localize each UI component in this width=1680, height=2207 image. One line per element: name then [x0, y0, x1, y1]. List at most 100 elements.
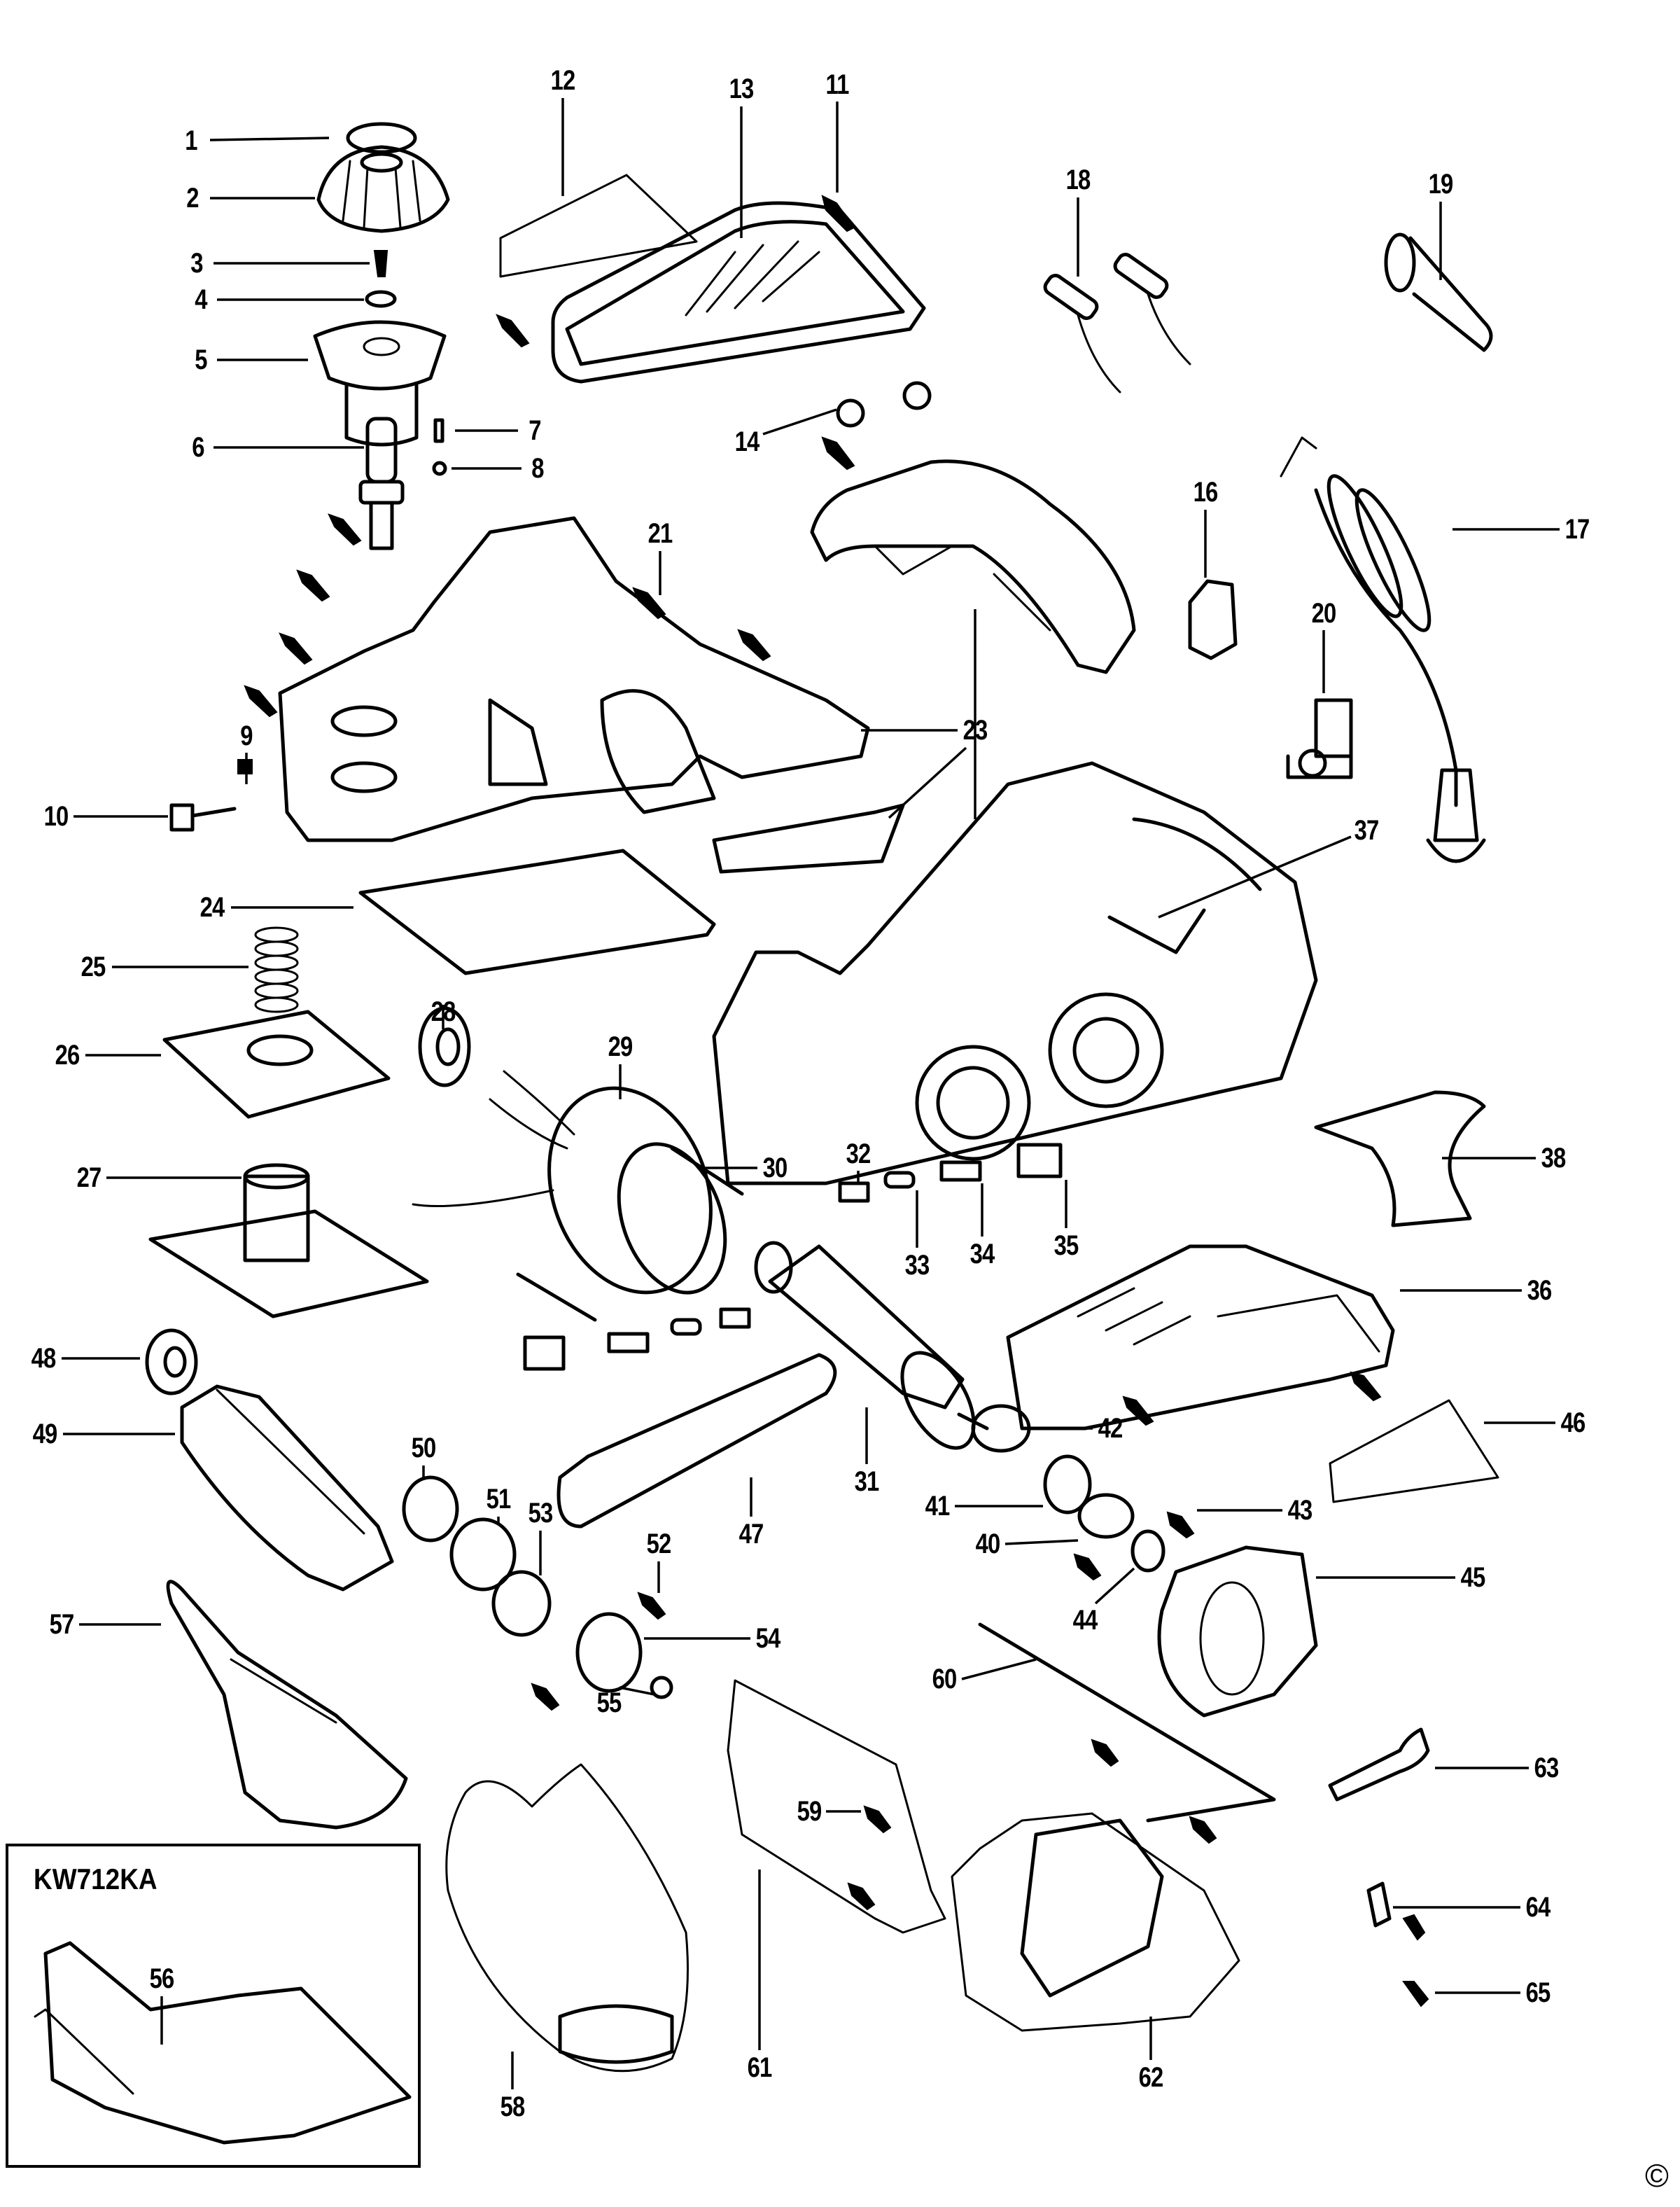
copyright-symbol: ©	[1645, 2157, 1669, 2194]
part-34-brush-holder	[939, 1160, 982, 1182]
callout-3: 3	[190, 248, 203, 279]
part-25-spring	[254, 926, 299, 1013]
part-6-shaft	[358, 417, 405, 550]
callout-51: 51	[486, 1484, 512, 1515]
part-23-handle-half	[810, 459, 1136, 674]
callout-48: 48	[31, 1343, 57, 1374]
part-57-chute	[166, 1580, 408, 1830]
leader-line-37	[1158, 835, 1352, 919]
callout-32: 32	[846, 1139, 872, 1169]
callout-4: 4	[195, 284, 207, 315]
leader-line-55	[619, 1686, 655, 1696]
part-26-block	[162, 1010, 391, 1119]
part-1-ring	[346, 122, 417, 154]
part-38-grip	[1314, 1090, 1486, 1227]
screw	[1189, 1816, 1217, 1844]
part-28-bearing	[418, 1006, 471, 1087]
part-33-spring	[883, 1171, 916, 1189]
callout-1: 1	[185, 125, 197, 156]
callout-27: 27	[76, 1162, 102, 1193]
part-12-label	[499, 174, 698, 278]
inset-title: KW712KA	[34, 1863, 158, 1895]
callout-46: 46	[1560, 1407, 1586, 1438]
part-56-inset-adapter	[34, 1941, 412, 2145]
part-51-bearing	[449, 1517, 517, 1592]
callout-5: 5	[195, 344, 207, 375]
callout-23: 23	[962, 715, 988, 746]
callout-33: 33	[904, 1250, 930, 1281]
callout-20: 20	[1311, 598, 1337, 629]
callout-29: 29	[608, 1031, 634, 1062]
leader-line-44	[1094, 1567, 1135, 1605]
part-47-belt	[556, 1353, 837, 1529]
part-24-plate	[358, 849, 716, 975]
part-18-brushes	[1043, 253, 1191, 394]
part-48-bearing	[145, 1328, 198, 1395]
part-64-clip	[1366, 1881, 1392, 1928]
callout-65: 65	[1525, 1977, 1551, 2008]
part-40-plate	[1077, 1493, 1135, 1539]
callout-16: 16	[1193, 477, 1219, 508]
callout-60: 60	[932, 1664, 958, 1694]
callout-36: 36	[1527, 1275, 1553, 1306]
callout-17: 17	[1564, 514, 1590, 545]
callout-45: 45	[1460, 1562, 1486, 1593]
screw	[1402, 1914, 1426, 1941]
part-27-chute-base	[148, 1163, 429, 1318]
screw	[328, 513, 362, 546]
part-17-cord	[1280, 436, 1486, 863]
callout-2: 2	[186, 183, 199, 214]
callout-53: 53	[528, 1498, 554, 1529]
part-30-bolt	[670, 1146, 744, 1196]
screw	[496, 314, 530, 348]
screw	[821, 436, 855, 471]
part-49-cutter-head	[180, 1384, 394, 1592]
part-36-side-cover	[1006, 1244, 1395, 1430]
part-19-strain-relief	[1384, 232, 1493, 352]
inset-box	[6, 1844, 421, 2168]
callout-6: 6	[192, 432, 204, 463]
part-55-nut	[650, 1676, 673, 1699]
callout-28: 28	[430, 996, 456, 1027]
part-41-bearing	[1043, 1454, 1092, 1515]
callout-40: 40	[975, 1529, 1001, 1559]
callout-31: 31	[854, 1466, 880, 1497]
part-5-knob-housing	[313, 320, 447, 447]
part-63-wrench	[1328, 1727, 1430, 1802]
screw	[531, 1683, 560, 1711]
screw	[296, 569, 330, 602]
callout-26: 26	[55, 1040, 80, 1071]
callout-9: 9	[240, 720, 253, 751]
callout-63: 63	[1534, 1753, 1560, 1783]
part-3-screw	[373, 250, 388, 277]
callout-34: 34	[969, 1239, 995, 1269]
callout-21: 21	[648, 518, 673, 549]
callout-52: 52	[646, 1529, 672, 1559]
part-65-screw	[1402, 1981, 1429, 2007]
part-20-switch	[1286, 698, 1353, 779]
callout-14: 14	[734, 426, 760, 457]
part-16-switch	[1188, 579, 1238, 660]
callout-62: 62	[1138, 2062, 1164, 2093]
part-61-bag-frame	[727, 1679, 946, 1934]
screw-11	[821, 195, 855, 232]
part-7-clip	[433, 418, 444, 443]
terminal	[523, 1335, 566, 1371]
part-52-screw	[637, 1592, 666, 1620]
callout-50: 50	[411, 1433, 437, 1463]
part-29-stator	[412, 1070, 727, 1295]
brush	[719, 1307, 751, 1329]
part-44-pulley	[1130, 1529, 1166, 1573]
callout-42: 42	[1098, 1413, 1124, 1444]
part-10-adjust-screw	[169, 803, 237, 832]
part-45-pulley-cover	[1157, 1545, 1318, 1718]
part-2-knob	[316, 145, 450, 233]
callout-10: 10	[43, 801, 69, 832]
part-58-dust-bag	[445, 1763, 689, 2073]
callout-13: 13	[729, 74, 755, 104]
screw	[1350, 1371, 1382, 1402]
spring	[670, 1318, 702, 1336]
callout-61: 61	[747, 2052, 773, 2083]
part-60-rod	[978, 1622, 1276, 1823]
